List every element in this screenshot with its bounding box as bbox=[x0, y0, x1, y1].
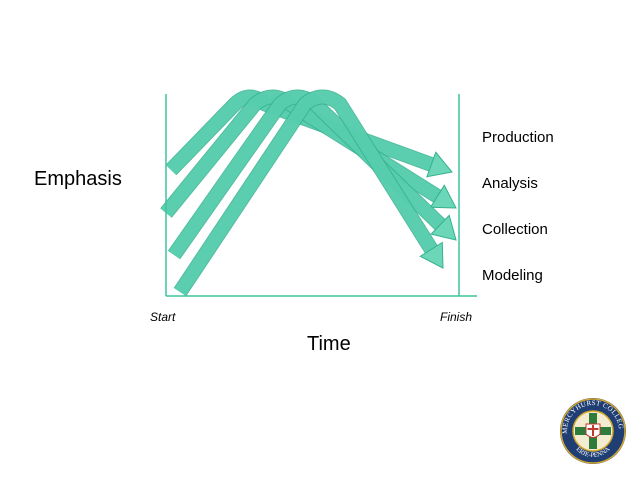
phase-label-analysis: Analysis bbox=[482, 175, 538, 192]
arrow-head bbox=[419, 241, 444, 269]
phase-label-collection: Collection bbox=[482, 221, 548, 238]
finish-label: Finish bbox=[440, 310, 473, 324]
arrow-shaft bbox=[174, 90, 437, 296]
arrows-group bbox=[160, 89, 457, 297]
arrow-head bbox=[426, 151, 453, 178]
arrow-head bbox=[430, 214, 457, 241]
start-label: Start bbox=[150, 310, 176, 324]
arrow-modeling bbox=[173, 89, 444, 297]
y-axis-label: Emphasis bbox=[34, 168, 122, 190]
arrow-head bbox=[429, 184, 457, 209]
x-axis-label: Time bbox=[307, 333, 351, 355]
phase-label-modeling: Modeling bbox=[482, 267, 543, 284]
phase-label-production: Production bbox=[482, 129, 554, 146]
